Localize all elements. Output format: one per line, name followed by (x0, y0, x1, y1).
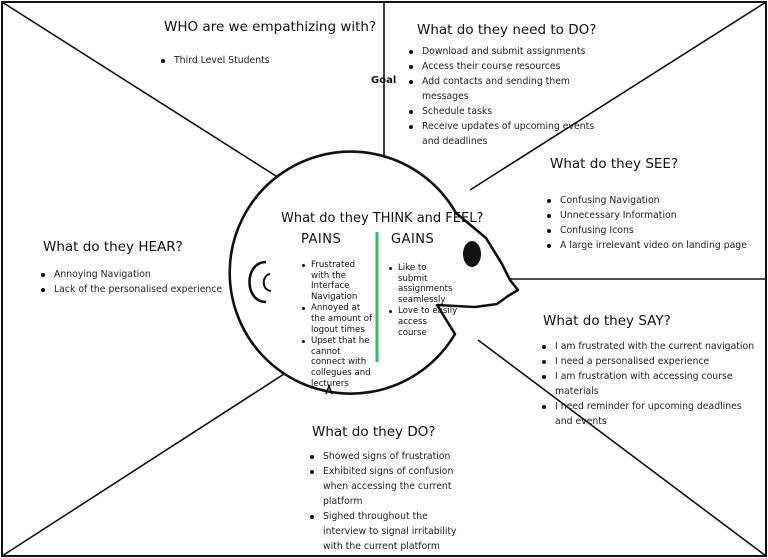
list-item: Confusing Icons (546, 223, 761, 238)
list-item: Like to submit assignments seamlessly (388, 263, 458, 305)
list-item: Annoying Navigation (40, 267, 240, 282)
list-item: Receive updates of upcoming events and d… (408, 119, 596, 149)
ear-icon (248, 260, 267, 304)
hear-list: Annoying Navigation Lack of the personal… (40, 267, 240, 297)
neck-marker (325, 383, 333, 395)
diagonal-bottom-left (1, 364, 299, 557)
who-list: Third Level Students (160, 53, 270, 68)
see-title: What do they SEE? (550, 156, 679, 172)
list-item: Confusing Navigation (546, 193, 761, 208)
pains-list: Frustrated with the Interface Navigation… (301, 260, 373, 390)
list-item: Upset that he cannot connect with colleg… (301, 336, 373, 389)
list-item: Access their course resources (408, 59, 596, 74)
eye-icon (463, 241, 481, 267)
list-item: Schedule tasks (408, 104, 596, 119)
goal-label: Goal (371, 75, 397, 86)
think-feel-title: What do they THINK and FEEL? (281, 211, 484, 226)
list-item: Frustrated with the Interface Navigation (301, 260, 373, 302)
list-item: Add contacts and sending them messages (408, 74, 596, 104)
list-item: Download and submit assignments (408, 44, 596, 59)
gains-title: GAINS (391, 232, 435, 247)
hear-title: What do they HEAR? (43, 239, 183, 255)
ear-inner (262, 273, 272, 292)
list-item: Third Level Students (160, 53, 270, 68)
list-item: Exhibited signs of confusion when access… (309, 464, 469, 509)
list-item: I am frustrated with the current navigat… (541, 339, 759, 354)
list-item: I need reminder for upcoming deadlines a… (541, 399, 759, 429)
list-item: Lack of the personalised experience (40, 282, 240, 297)
need-to-do-list: Download and submit assignments Access t… (408, 44, 596, 149)
diagonal-bottom-right (477, 339, 767, 557)
do-title: What do they DO? (312, 424, 436, 440)
need-to-do-title: What do they need to DO? (417, 22, 597, 38)
list-item: Sighed throughout the interview to signa… (309, 509, 469, 554)
list-item: I need a personalised experience (541, 354, 759, 369)
list-item: Unnecessary Information (546, 208, 761, 223)
diagonal-top-left (1, 1, 299, 191)
say-title: What do they SAY? (543, 313, 671, 329)
list-item: I am frustration with accessing course m… (541, 369, 759, 399)
gains-list: Like to submit assignments seamlessly Lo… (388, 263, 458, 339)
list-item: Love to easily access course (388, 306, 458, 338)
see-list: Confusing Navigation Unnecessary Informa… (546, 193, 761, 253)
list-item: A large irrelevant video on landing page (546, 238, 761, 253)
list-item: Annoyed at the amount of logout times (301, 303, 373, 335)
who-title: WHO are we empathizing with? (164, 19, 377, 35)
list-item: Showed signs of frustration (309, 449, 469, 464)
pains-title: PAINS (301, 232, 342, 247)
do-list: Showed signs of frustration Exhibited si… (309, 449, 469, 554)
say-list: I am frustrated with the current navigat… (541, 339, 759, 429)
head-outline (228, 150, 520, 395)
diagonal-top-right (469, 1, 767, 191)
